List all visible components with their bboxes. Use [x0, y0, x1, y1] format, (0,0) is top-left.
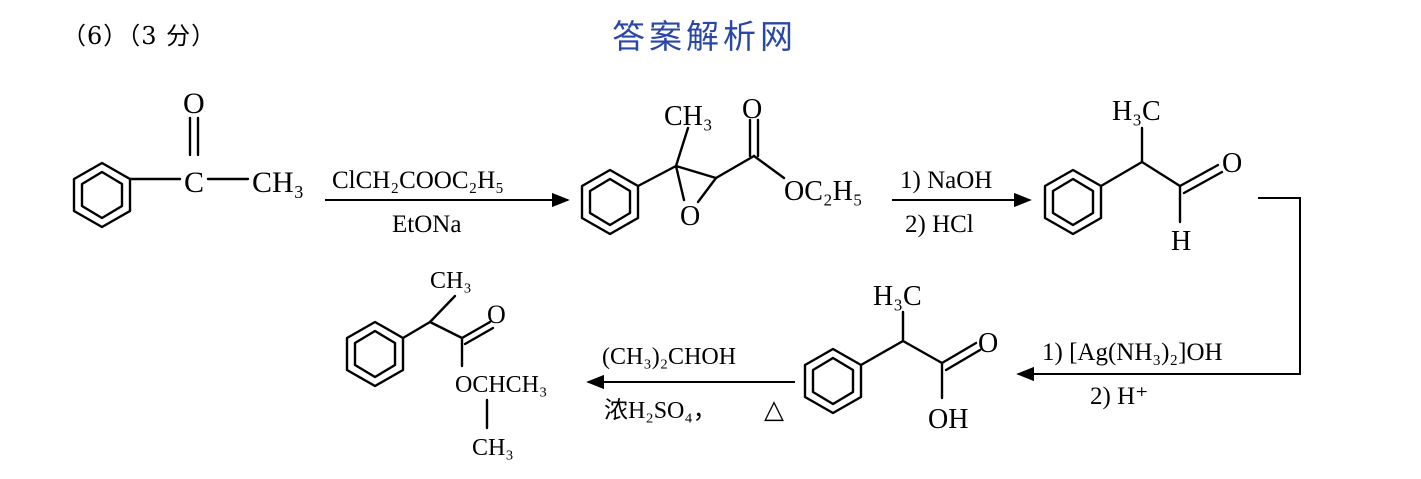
acetophenone-structure: C O CH₃: [72, 87, 304, 229]
reagent-above-1: ClCH₂COOC₂H₅: [332, 167, 504, 194]
question-number: （6）（3 分）: [62, 22, 217, 50]
atom-O: O: [183, 87, 205, 120]
group-H3C: H₃C: [1112, 96, 1161, 127]
heat-symbol: △: [764, 395, 784, 424]
bond-ring-CH: [1099, 160, 1144, 188]
atom-O-ring: O: [680, 201, 700, 232]
group-CH3: CH₃: [252, 166, 304, 199]
bond-ring-CH: [401, 320, 432, 340]
atom-H: H: [1171, 226, 1191, 257]
bond-CH-CH3: [428, 294, 457, 324]
reagent-below-1: EtONa: [392, 211, 461, 238]
reaction-arrow-1: ClCH₂COOC₂H₅ EtONa: [325, 167, 570, 238]
double-bond-CO-a: [940, 341, 978, 365]
benzene-ring-4: [803, 347, 863, 415]
arrow-line-3: [1016, 197, 1301, 382]
ester-structure: CH₃ O OCHCH₃ CH₃: [345, 268, 547, 461]
double-bond-CO-b: [1182, 170, 1224, 195]
bond-ring-CH: [859, 339, 905, 367]
bond-ring-epoxide: [636, 164, 678, 188]
benzene-ring-1: [72, 161, 132, 229]
bond-C-O-ester: [752, 154, 786, 180]
reagent-above-3: 1) [Ag(NH₃)₂]OH: [1042, 339, 1223, 366]
group-CH3-top: CH₃: [430, 268, 472, 294]
group-H3C: H₃C: [873, 281, 922, 312]
atom-O: O: [978, 328, 998, 359]
reagent-below-3: 2) H⁺: [1090, 383, 1148, 410]
acid-structure: H₃C O OH: [803, 281, 998, 435]
reagent-above-2: 1) NaOH: [900, 167, 992, 194]
benzene-ring-3: [1043, 168, 1103, 236]
epoxide-C2O: [696, 176, 718, 204]
group-CH3-bottom: CH₃: [472, 435, 514, 461]
benzene-ring-5: [345, 320, 405, 388]
atom-O: O: [1222, 148, 1242, 179]
reagent-above-4: (CH₃)₂CHOH: [602, 344, 736, 370]
benzene-ring-2: [580, 168, 640, 236]
epoxide-CC: [674, 164, 718, 180]
reaction-arrow-2: 1) NaOH 2) HCl: [892, 167, 1032, 238]
epoxide-C1O: [674, 164, 686, 202]
aldehyde-structure: H₃C O H: [1043, 96, 1242, 257]
atom-O: O: [487, 300, 506, 329]
bond-CH-C: [428, 320, 464, 340]
group-OH: OH: [928, 404, 968, 435]
reaction-arrow-3: 1) [Ag(NH₃)₂]OH 2) H⁺: [1016, 197, 1301, 410]
reagent-below-4: 浓H₂SO₄，: [604, 397, 717, 424]
atom-C: C: [184, 166, 204, 199]
double-bond-CO-a: [460, 320, 492, 340]
group-OC2H5: OC₂H₅: [784, 176, 863, 207]
group-OCHCH3: OCHCH₃: [455, 372, 547, 398]
reaction-arrow-4: (CH₃)₂CHOH 浓H₂SO₄， △: [586, 344, 795, 424]
group-CH3: CH₃: [664, 101, 713, 132]
double-bond-CO-b: [463, 326, 495, 346]
bond-CH-CHO: [1140, 160, 1182, 188]
bond-CH-COOH: [901, 339, 944, 365]
reagent-below-2: 2) HCl: [905, 211, 974, 238]
double-bond-CO-a: [1178, 163, 1220, 188]
watermark-text: 答案解析网: [612, 17, 797, 56]
glycidic-ester-structure: CH₃ O O OC₂H₅: [580, 94, 863, 236]
atom-O-carbonyl: O: [742, 94, 762, 125]
bond-C-ester: [714, 154, 756, 180]
double-bond-CO-b: [944, 348, 982, 372]
bond-C-CH3: [674, 126, 690, 168]
